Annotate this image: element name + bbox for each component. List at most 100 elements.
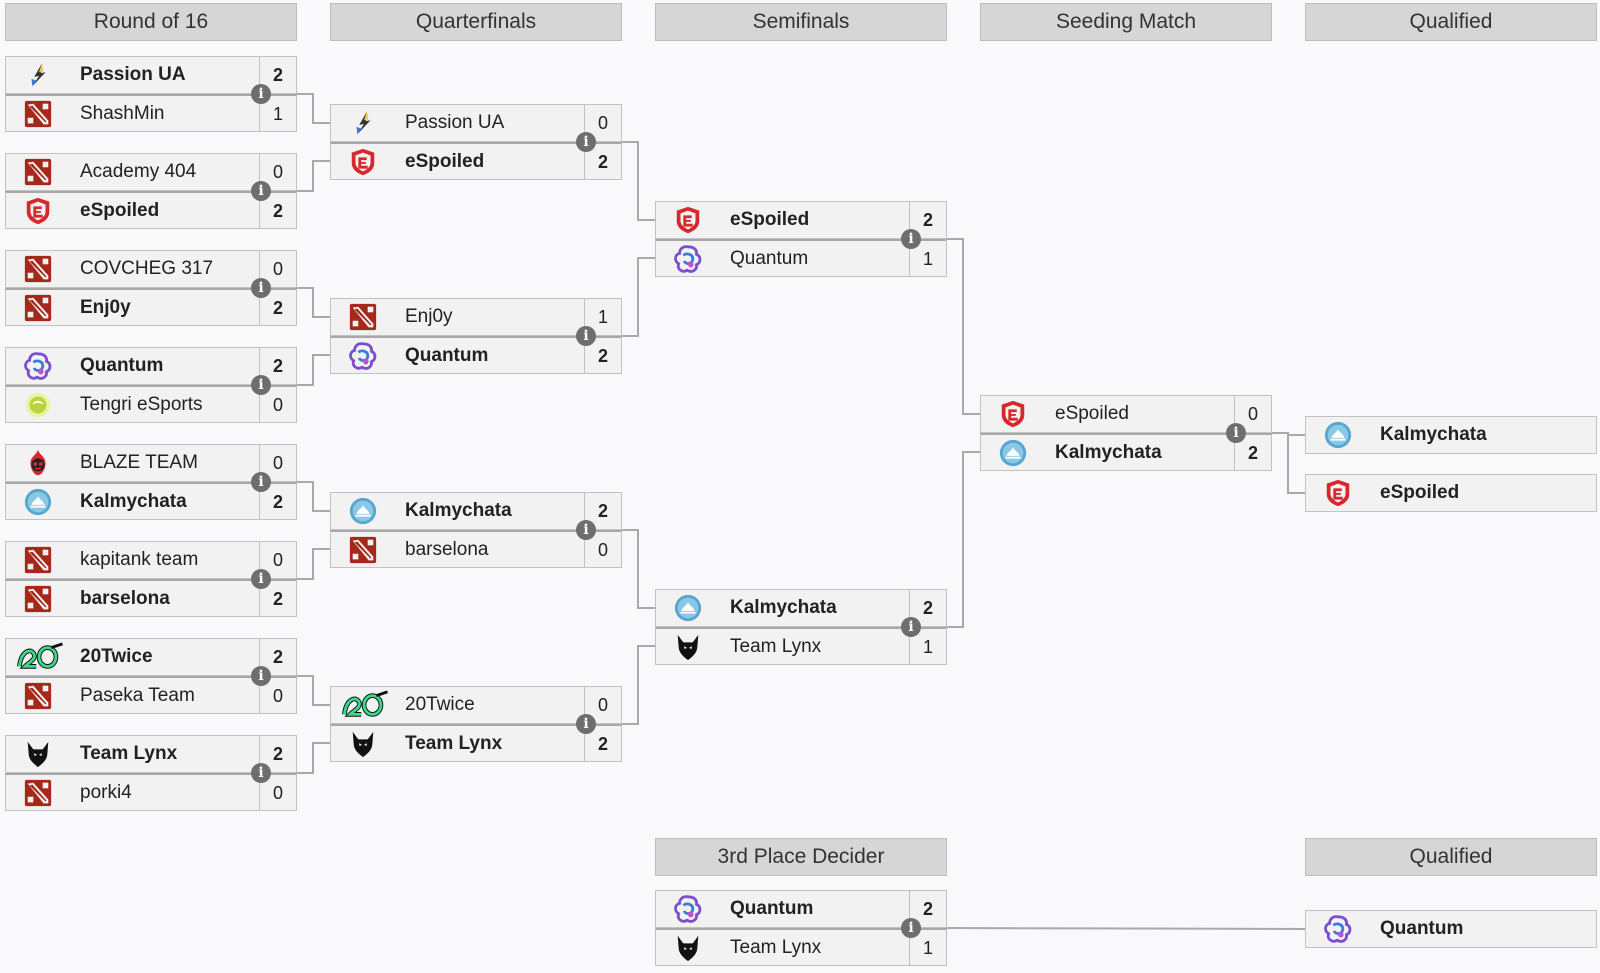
team-name: Academy 404 [80, 161, 197, 182]
match-info-icon[interactable]: i [251, 569, 271, 589]
kalmychata-logo-icon [997, 438, 1029, 468]
match-info-icon[interactable]: i [251, 666, 271, 686]
match-info-icon[interactable]: i [1226, 423, 1246, 443]
team-name: Quantum [730, 898, 814, 919]
team-score: 0 [584, 687, 621, 723]
dota-logo-icon [22, 254, 54, 284]
quantum-logo-icon [672, 244, 704, 274]
team-score: 0 [259, 445, 296, 481]
connector-line [297, 93, 330, 124]
team-name: porki4 [80, 782, 132, 803]
match-info-icon[interactable]: i [251, 375, 271, 395]
connector-line [622, 141, 655, 221]
team-row[interactable]: Quantum 1 [655, 239, 947, 277]
team-score: 2 [259, 639, 296, 675]
team-name: Kalmychata [1055, 442, 1162, 463]
team-score: 2 [259, 57, 296, 93]
team-score: 1 [909, 241, 946, 276]
dota-logo-icon [22, 293, 54, 323]
team-name: Quantum [1380, 918, 1464, 939]
team-score: 0 [1234, 396, 1271, 432]
match-info-icon[interactable]: i [576, 714, 596, 734]
connector-line [297, 675, 330, 706]
team-score: 2 [259, 736, 296, 772]
kalmychata-logo-icon [1322, 420, 1354, 450]
match-info-icon[interactable]: i [901, 617, 921, 637]
dota-logo-icon [22, 99, 54, 129]
team-name: Quantum [730, 248, 809, 269]
quantum-logo-icon [347, 341, 379, 371]
team-row[interactable]: 20Twice 2 [5, 638, 297, 676]
connector-line [297, 481, 330, 512]
qualified-team[interactable]: Quantum [1305, 910, 1597, 948]
team-name: 20Twice [80, 646, 153, 667]
team-score: 2 [259, 581, 296, 616]
match-info-icon[interactable]: i [576, 132, 596, 152]
match-info-icon[interactable]: i [251, 181, 271, 201]
match-info-icon[interactable]: i [901, 918, 921, 938]
header-quarterfinals: Quarterfinals [330, 3, 622, 41]
espoiled-logo-icon [1322, 478, 1354, 508]
team-name: COVCHEG 317 [80, 258, 214, 279]
match-info-icon[interactable]: i [576, 326, 596, 346]
match-info-icon[interactable]: i [251, 84, 271, 104]
qualified-team[interactable]: eSpoiled [1305, 474, 1597, 512]
qualified-team[interactable]: Kalmychata [1305, 416, 1597, 454]
match-info-icon[interactable]: i [251, 763, 271, 783]
dota-logo-icon [22, 545, 54, 575]
team-score: 0 [259, 387, 296, 422]
team-name: Team Lynx [730, 636, 822, 657]
match-info-icon[interactable]: i [251, 472, 271, 492]
team-score: 2 [259, 290, 296, 325]
team-score: 2 [909, 202, 946, 238]
team-score: 0 [584, 532, 621, 567]
match-info-icon[interactable]: i [251, 278, 271, 298]
team-lynx-logo-icon [672, 933, 704, 963]
espoiled-logo-icon [22, 196, 54, 226]
team-name: Enj0y [405, 306, 453, 327]
connector-line [1287, 433, 1305, 494]
match-info-icon[interactable]: i [901, 229, 921, 249]
team-name: Kalmychata [1380, 424, 1487, 445]
tengri-logo-icon [22, 390, 54, 420]
kalmychata-logo-icon [672, 593, 704, 623]
match-info-icon[interactable]: i [576, 520, 596, 540]
team-name: kapitank team [80, 549, 199, 570]
dota-logo-icon [22, 681, 54, 711]
